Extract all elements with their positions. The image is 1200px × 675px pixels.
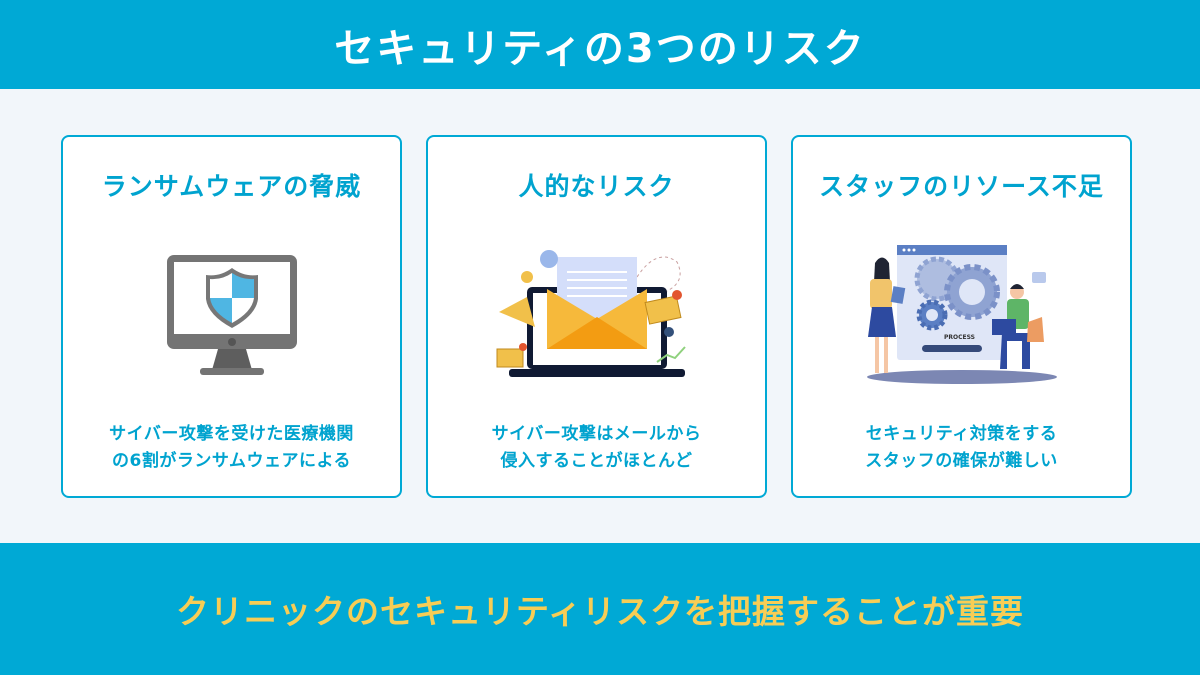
footer-message: クリニックのセキュリティリスクを把握することが重要	[175, 592, 1025, 631]
risk-card-staff: スタッフのリソース不足 PROCESS セキュリティ対策をする スタッフの確保が…	[791, 135, 1132, 498]
card-description: サイバー攻撃はメールから 侵入することがほとんど	[491, 424, 702, 471]
card-description: セキュリティ対策をする スタッフの確保が難しい	[865, 424, 1058, 471]
monitor-shield-icon	[166, 255, 297, 375]
card-title: 人的なリスク	[518, 172, 675, 201]
email-laptop-icon	[496, 250, 686, 377]
header-banner: セキュリティの3つのリスク	[0, 0, 1200, 89]
risk-card-human: 人的なリスク サイバー攻撃はメールから 侵入することがほとんど	[426, 135, 767, 498]
card-title: ランサムウェアの脅威	[101, 172, 362, 201]
risk-card-ransomware: ランサムウェアの脅威 サイバー攻撃を受けた医療機関 の6割がランサムウェアによる	[61, 135, 402, 498]
footer-banner: クリニックのセキュリティリスクを把握することが重要	[0, 543, 1200, 675]
card-title: スタッフのリソース不足	[819, 172, 1104, 201]
staff-gears-icon: PROCESS	[866, 245, 1057, 384]
card-description: サイバー攻撃を受けた医療機関 の6割がランサムウェアによる	[109, 424, 354, 471]
process-label: PROCESS	[944, 334, 975, 341]
page-title: セキュリティの3つのリスク	[334, 25, 866, 72]
